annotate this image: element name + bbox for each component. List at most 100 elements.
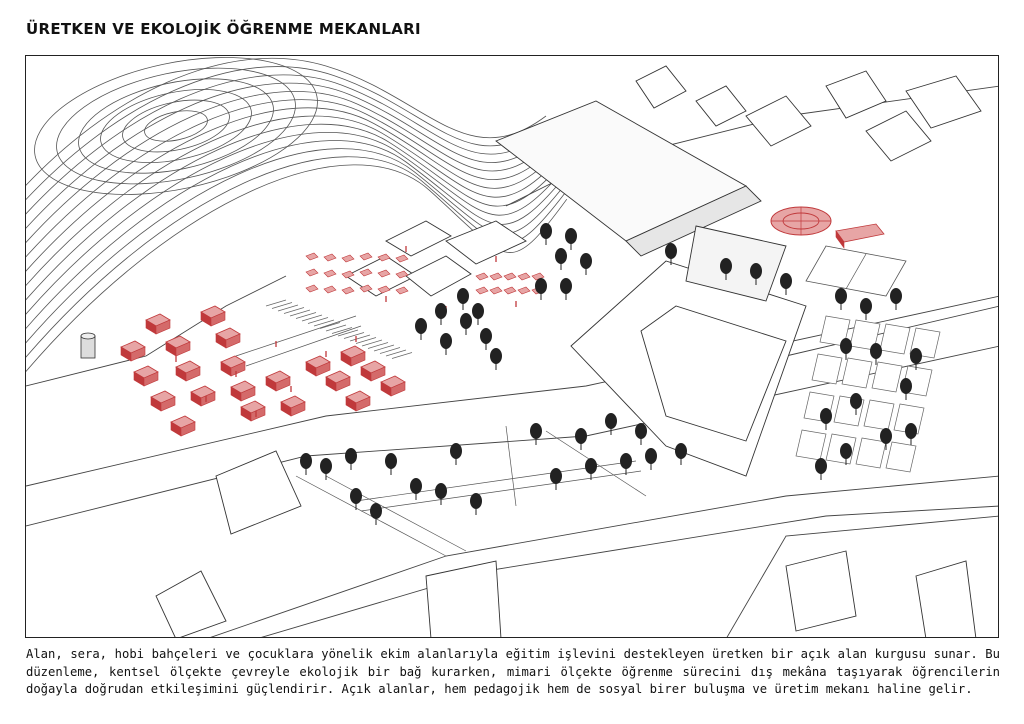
greenhouse-icon <box>170 415 196 437</box>
parking-stripe <box>313 319 335 327</box>
planting-bed <box>517 286 531 295</box>
tree-icon <box>860 298 872 320</box>
circular-garden <box>770 206 885 249</box>
greenhouse-icon <box>360 360 386 382</box>
tree-icon <box>480 328 492 350</box>
parking-stripe <box>385 349 407 357</box>
tree-icon <box>320 458 332 480</box>
parking-stripe <box>277 304 299 312</box>
tree-icon <box>900 378 912 400</box>
greenhouse-icon <box>380 375 406 397</box>
planting-bed <box>503 272 517 281</box>
tree-icon <box>905 423 917 445</box>
parking-stripe <box>265 299 287 307</box>
tree-icon <box>815 458 827 480</box>
greenhouse-icon <box>200 305 226 327</box>
walkway <box>235 315 357 357</box>
contour-line <box>26 123 560 301</box>
contour-ring <box>122 99 230 153</box>
city-block <box>695 85 747 127</box>
hobby-garden-plot <box>855 437 887 469</box>
planting-bed <box>341 254 355 263</box>
tree-icon <box>530 423 542 445</box>
residential-block <box>425 560 502 637</box>
greenhouse-icon <box>220 355 246 377</box>
city-block <box>905 75 982 129</box>
tree-icon <box>370 503 382 525</box>
tree-icon <box>850 393 862 415</box>
parking-stripe <box>289 309 311 317</box>
silo-top <box>80 332 96 340</box>
planting-bed <box>395 254 409 263</box>
tree-icon <box>890 288 902 310</box>
greenhouse-icon <box>150 390 176 412</box>
planting-bed <box>323 285 337 294</box>
residential-block <box>215 450 302 535</box>
road-edge <box>726 515 998 637</box>
planting-bed <box>531 272 545 281</box>
court-midline <box>845 253 867 290</box>
planting-bed <box>305 284 319 293</box>
tree-icon <box>345 448 357 470</box>
road-edge <box>261 505 998 637</box>
walkway <box>295 475 447 557</box>
tree-icon <box>665 243 677 265</box>
tree-icon <box>440 333 452 355</box>
planting-bed <box>503 286 517 295</box>
city-block <box>635 65 687 109</box>
tree-icon <box>385 453 397 475</box>
classroom-block-a <box>385 220 452 257</box>
planting-bed <box>359 252 373 261</box>
tree-icon <box>460 313 472 335</box>
road-edge <box>26 275 287 387</box>
greenhouse-icon <box>190 385 216 407</box>
greenhouse-icon <box>165 335 191 357</box>
tree-icon <box>560 278 572 300</box>
walkway <box>360 470 642 512</box>
parking-stripe <box>271 302 293 309</box>
contour-line <box>26 115 558 287</box>
parking-stripe <box>343 332 365 339</box>
walkway <box>505 425 517 507</box>
planting-bed <box>517 272 531 281</box>
tree-icon <box>780 273 792 295</box>
parking-stripe <box>391 352 413 359</box>
planting-bed <box>377 253 391 262</box>
contour-ring <box>78 78 274 174</box>
contour-ring <box>34 57 318 195</box>
planting-bed <box>377 269 391 278</box>
parking-stripe <box>355 337 377 344</box>
greenhouse-icon <box>145 313 171 335</box>
tree-icon <box>550 468 562 490</box>
greenhouse-icon <box>230 380 256 402</box>
tree-icon <box>435 303 447 325</box>
long-greenhouse-side <box>835 230 845 249</box>
planting-bed <box>305 252 319 261</box>
greenhouse-icon <box>345 390 371 412</box>
greenhouse-icon <box>175 360 201 382</box>
inner-courtyard <box>640 305 787 442</box>
tree-icon <box>605 413 617 435</box>
greenhouse-group <box>120 252 545 437</box>
greenhouse-icon <box>133 365 159 387</box>
tree-icon <box>620 453 632 475</box>
hobby-garden-plot <box>795 429 827 461</box>
tree-icon <box>555 248 567 270</box>
road-edge <box>505 85 998 207</box>
planting-bed <box>305 268 319 277</box>
tree-group <box>300 223 922 525</box>
greenhouse-icon <box>120 340 146 362</box>
greenhouse-icon <box>240 400 266 422</box>
city-block <box>825 70 887 119</box>
parking-stripe <box>283 307 305 314</box>
parking-stripe <box>373 344 395 352</box>
long-greenhouse <box>835 223 885 243</box>
parking-stripe <box>361 339 383 347</box>
contour-line <box>26 58 547 186</box>
hobby-garden-plot <box>863 399 895 431</box>
tree-icon <box>457 288 469 310</box>
planting-bed <box>359 268 373 277</box>
tree-icon <box>350 488 362 510</box>
contour-line <box>26 66 548 201</box>
tree-icon <box>450 443 462 465</box>
